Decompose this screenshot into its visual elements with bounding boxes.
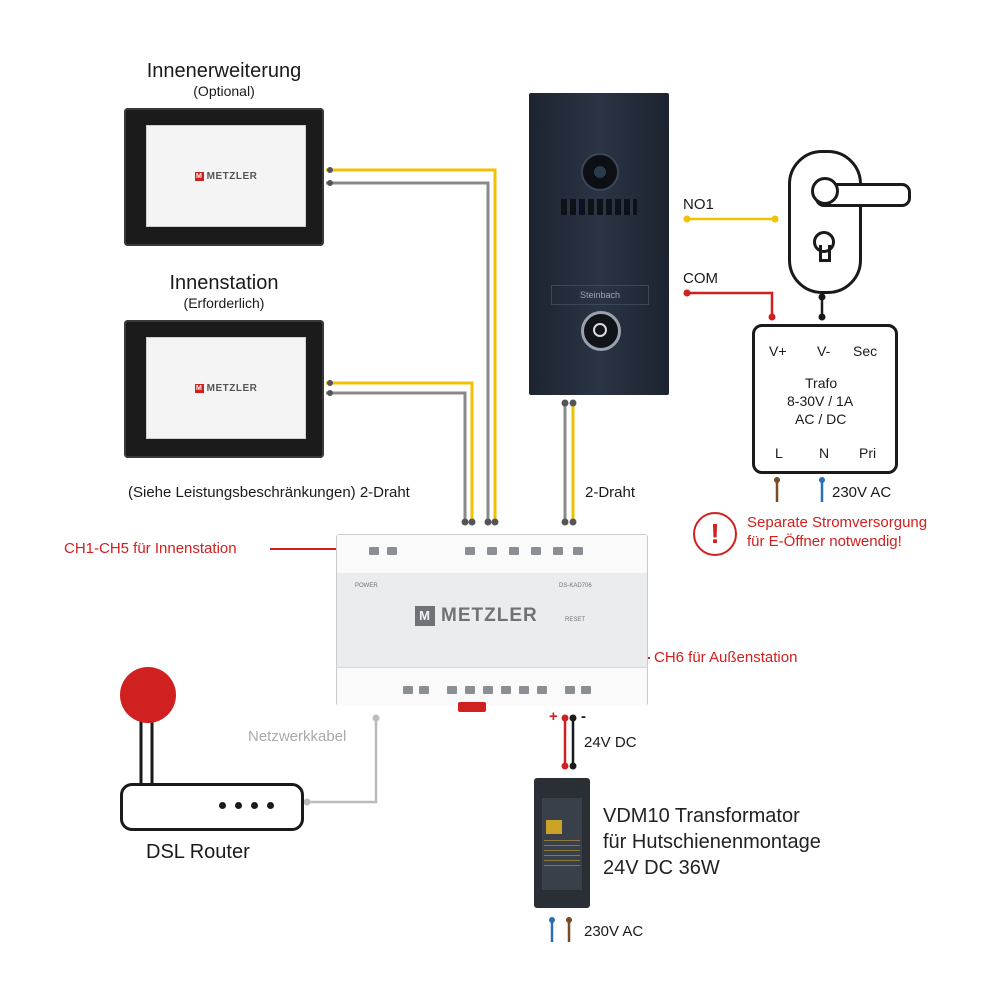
indoor-title: Innenstation bbox=[169, 272, 279, 294]
trafo-box: V+ V- Sec Trafo 8-30V / 1A AC / DC L N P… bbox=[752, 324, 898, 474]
trafo-voltage: 8-30V / 1A bbox=[787, 393, 854, 409]
router-icon bbox=[120, 783, 304, 831]
psu-line1: VDM10 Transformator bbox=[603, 805, 800, 827]
keyhole-icon bbox=[813, 231, 835, 253]
wire-network bbox=[307, 718, 378, 804]
psu-ac-label: 230V AC bbox=[584, 923, 644, 940]
router-antenna-icon bbox=[120, 667, 176, 723]
warning-line1: Separate Stromversorgung bbox=[747, 514, 928, 531]
network-cable-label: Netzwerkkabel bbox=[248, 728, 347, 745]
right-wiring-note: 2-Draht bbox=[585, 484, 636, 501]
dc-minus-sign: - bbox=[581, 708, 586, 725]
no1-label: NO1 bbox=[683, 196, 714, 213]
dc-plus-sign: + bbox=[549, 708, 558, 725]
trafo-vplus: V+ bbox=[769, 343, 787, 359]
trafo-type: AC / DC bbox=[795, 411, 847, 427]
warning-line2: für E-Öffner notwendig! bbox=[747, 533, 902, 550]
din-power-label: POWER bbox=[355, 583, 378, 589]
wire-com bbox=[687, 291, 774, 317]
trafo-pri: Pri bbox=[859, 445, 877, 461]
wire-extension-grey bbox=[326, 181, 490, 522]
ch6-label: CH6 für Außenstation bbox=[654, 649, 798, 666]
trafo-title: Trafo bbox=[805, 375, 838, 391]
warning-icon: ! bbox=[693, 512, 737, 556]
din-reset-label: RESET bbox=[565, 617, 586, 623]
bell-button-icon bbox=[581, 311, 621, 351]
trafo-ac-label: 230V AC bbox=[832, 484, 892, 501]
trafo-sec: Sec bbox=[853, 343, 878, 359]
ch1-ch5-label: CH1-CH5 für Innenstation bbox=[64, 540, 237, 557]
left-wiring-note: (Siehe Leistungsbeschränkungen) 2-Draht bbox=[128, 484, 410, 501]
indoor-subtitle: (Erforderlich) bbox=[183, 295, 265, 311]
camera-icon bbox=[581, 153, 619, 191]
psu-line2: für Hutschienenmontage bbox=[603, 831, 821, 853]
com-label: COM bbox=[683, 270, 718, 287]
speaker-grill bbox=[561, 199, 637, 215]
dc-label: 24V DC bbox=[584, 734, 637, 751]
wire-indoor-yellow bbox=[326, 381, 474, 522]
din-release-tab bbox=[458, 702, 486, 712]
trafo-vminus: V- bbox=[817, 343, 831, 359]
door-handle-icon bbox=[788, 150, 911, 294]
wire-indoor-grey bbox=[326, 391, 467, 522]
router-label: DSL Router bbox=[146, 841, 250, 863]
door-station: Steinbach bbox=[529, 93, 669, 395]
din-model-label: DS-KAD706 bbox=[559, 583, 592, 589]
wire-extension-yellow bbox=[326, 168, 497, 522]
trafo-l: L bbox=[775, 445, 783, 461]
extension-subtitle: (Optional) bbox=[193, 83, 255, 99]
door-station-brand: Steinbach bbox=[551, 285, 649, 305]
trafo-n: N bbox=[819, 445, 830, 461]
psu-line3: 24V DC 36W bbox=[603, 857, 720, 879]
extension-title: Innenerweiterung bbox=[146, 60, 302, 82]
din-power-supply bbox=[534, 778, 590, 908]
